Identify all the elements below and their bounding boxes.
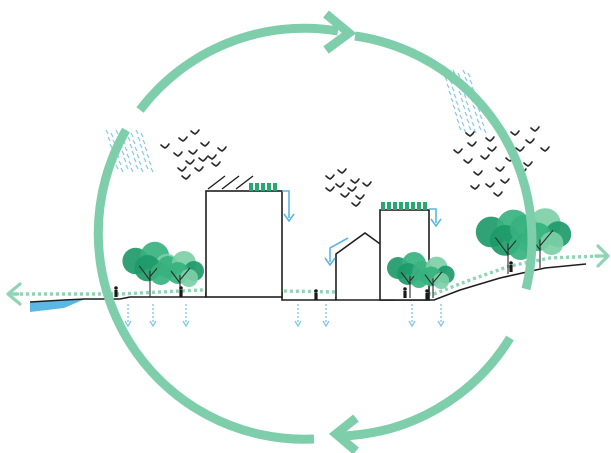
bird-icon — [470, 184, 480, 190]
bird-icon — [188, 149, 198, 155]
bird-icon — [480, 154, 490, 160]
trees — [122, 208, 572, 298]
bird-icon — [181, 174, 191, 180]
water-body — [30, 299, 85, 312]
person-icon — [114, 286, 118, 297]
cycle-arc-top-left — [136, 23, 339, 113]
bird-icon — [355, 194, 365, 200]
bird-icon — [495, 166, 505, 172]
drain-arrow-icon — [322, 304, 330, 328]
bird-icon — [453, 148, 463, 154]
roof-drain-arrow-left — [282, 190, 290, 218]
bird-icon — [200, 141, 210, 147]
bird-icon — [185, 159, 195, 165]
people — [114, 261, 513, 300]
bird-icon — [487, 146, 497, 152]
bird-icon — [485, 182, 495, 188]
cycle-arrows-icon — [93, 10, 537, 453]
roof-drain-arrow-middle — [329, 237, 349, 262]
tree-icon — [412, 256, 455, 298]
person-icon — [314, 289, 318, 300]
bird-icon — [500, 178, 510, 184]
bird-icon — [347, 186, 357, 192]
drain-arrow-icon — [294, 304, 302, 328]
bird-icon — [525, 138, 535, 144]
tree-icon — [157, 251, 204, 297]
solar-panel-icon-right — [381, 202, 427, 210]
bird-icon — [362, 181, 372, 187]
bird-icon — [211, 161, 221, 167]
drain-arrow-icon — [149, 304, 157, 328]
bird-icon — [530, 126, 540, 132]
cycle-arrowhead-top — [323, 10, 357, 54]
infiltration-arrows — [124, 304, 445, 328]
ground-line — [29, 263, 587, 303]
bird-icon — [465, 131, 475, 137]
bird-icon — [194, 166, 204, 172]
cycle-arc-top-right — [354, 31, 537, 291]
roof-drain-arrowhead-middle — [324, 257, 336, 267]
person-icon — [509, 261, 513, 272]
building-tall-left — [205, 190, 283, 298]
bird-icon — [493, 191, 503, 197]
bird-icon — [325, 186, 335, 192]
bird-icon — [335, 182, 345, 188]
drain-arrow-icon — [408, 304, 416, 328]
bird-icon — [473, 170, 483, 176]
bird-icon — [485, 136, 495, 142]
bird-icon — [325, 174, 335, 180]
bird-icon — [340, 192, 350, 198]
bird-icon — [463, 158, 473, 164]
bird-flock-icon — [160, 126, 550, 207]
bird-icon — [173, 151, 183, 157]
bird-icon — [337, 168, 347, 174]
drain-arrow-icon — [437, 304, 445, 328]
cycle-arrowhead-bottom — [328, 414, 359, 453]
bird-icon — [198, 156, 208, 162]
bird-icon — [351, 201, 361, 207]
drain-arrow-icon — [124, 304, 132, 328]
bird-icon — [190, 129, 200, 135]
bird-icon — [178, 136, 188, 142]
cycle-arc-bottom-right — [341, 335, 514, 441]
bird-icon — [217, 146, 227, 152]
bird-icon — [467, 141, 477, 147]
solar-panel-icon-left — [249, 183, 277, 191]
bird-icon — [177, 166, 187, 172]
person-icon — [179, 286, 183, 297]
bird-icon — [515, 146, 525, 152]
bird-icon — [160, 143, 170, 149]
person-icon — [425, 289, 429, 300]
bird-icon — [207, 154, 217, 160]
bird-icon — [523, 161, 533, 167]
drain-arrow-icon — [182, 304, 190, 328]
roof-drain-arrowhead-right — [430, 218, 442, 228]
bird-icon — [510, 130, 520, 136]
roof-lines-icon — [207, 175, 254, 190]
cycle-arc-bottom-left — [93, 127, 315, 444]
bird-icon — [540, 146, 550, 152]
roof-drain-arrowhead-left — [283, 213, 295, 223]
bird-icon — [350, 178, 360, 184]
person-icon — [403, 287, 407, 298]
roof-drain-arrow-right — [429, 208, 437, 223]
